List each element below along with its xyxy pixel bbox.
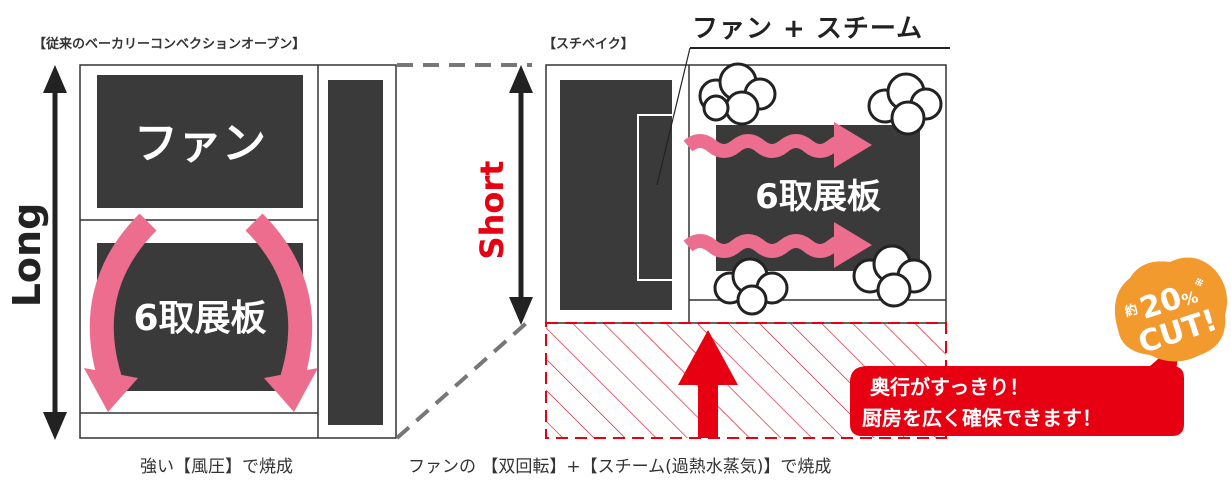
steam-flow-arrow-lower-head bbox=[834, 222, 872, 268]
stibake-oven: 6取展板 Short bbox=[473, 47, 950, 439]
long-arrow-top bbox=[43, 65, 67, 93]
right-airflow-arrow-shaft bbox=[245, 213, 313, 389]
badge-unit: % bbox=[1179, 287, 1200, 310]
stibake-caption: ファンの 【双回転】+【スチーム(過熱水蒸気)】で焼成 bbox=[408, 457, 832, 477]
stibake-fan-outline bbox=[637, 114, 679, 281]
badge-note: ※ bbox=[1193, 276, 1206, 290]
steam-cloud-top-left bbox=[698, 62, 777, 126]
steam-cloud-bottom-right bbox=[852, 244, 932, 308]
fan-steam-leader-line bbox=[656, 47, 691, 186]
twenty-percent-cut-badge: 約 20 % ※ CUT! bbox=[1114, 257, 1228, 362]
short-arrow-top bbox=[509, 65, 533, 93]
steam-flow-arrow-upper-shaft bbox=[683, 134, 861, 158]
conventional-tray-box bbox=[97, 243, 303, 391]
bottom-guide-line bbox=[395, 316, 534, 440]
callout-bubble bbox=[850, 366, 1184, 436]
left-airflow-arrow-head bbox=[84, 368, 138, 412]
saved-space-arrow-shaft bbox=[698, 380, 718, 438]
conventional-oven: ファン 6取展板 Long bbox=[5, 64, 397, 440]
stibake-tray-label: 6取展板 bbox=[755, 177, 881, 217]
stibake-door-panel bbox=[560, 80, 672, 310]
conventional-oven-door-panel bbox=[328, 80, 383, 425]
steam-cloud-bottom-left bbox=[713, 257, 789, 316]
long-dimension-label: Long bbox=[5, 203, 49, 308]
steam-flow-arrow-upper-head bbox=[834, 122, 872, 168]
badge-burst bbox=[1114, 257, 1228, 362]
left-airflow-arrow-shaft bbox=[89, 213, 157, 389]
short-dimension-label: Short bbox=[473, 161, 511, 260]
short-arrow-bottom bbox=[509, 297, 533, 325]
conventional-tray-label: 6取展板 bbox=[133, 298, 266, 339]
steam-cloud-top-right bbox=[867, 72, 943, 136]
conventional-caption: 強い【風圧】で焼成 bbox=[140, 457, 293, 477]
stibake-oven-title: 【スチベイク】 bbox=[543, 37, 634, 52]
long-arrow-bottom bbox=[43, 412, 67, 440]
conventional-oven-title: 【従来のベーカリーコンベクションオーブン】 bbox=[33, 37, 306, 52]
badge-prefix: 約 bbox=[1123, 301, 1140, 320]
conventional-fan-label: ファン bbox=[134, 118, 266, 169]
conventional-fan-box bbox=[97, 75, 303, 208]
callout-line-1: 奥行がすっきり！ bbox=[870, 375, 1029, 399]
saved-space-arrow-head bbox=[678, 330, 738, 385]
badge-text-group: 約 20 % ※ CUT! bbox=[1123, 276, 1222, 361]
fan-steam-label: ファン + スチーム bbox=[692, 14, 924, 44]
right-airflow-arrow-head bbox=[264, 368, 318, 412]
callout-line-2: 厨房を広く確保できます！ bbox=[862, 406, 1102, 430]
space-saving-callout: 奥行がすっきり！ 厨房を広く確保できます！ bbox=[850, 340, 1184, 436]
steam-flow-arrow-lower-shaft bbox=[683, 234, 861, 258]
